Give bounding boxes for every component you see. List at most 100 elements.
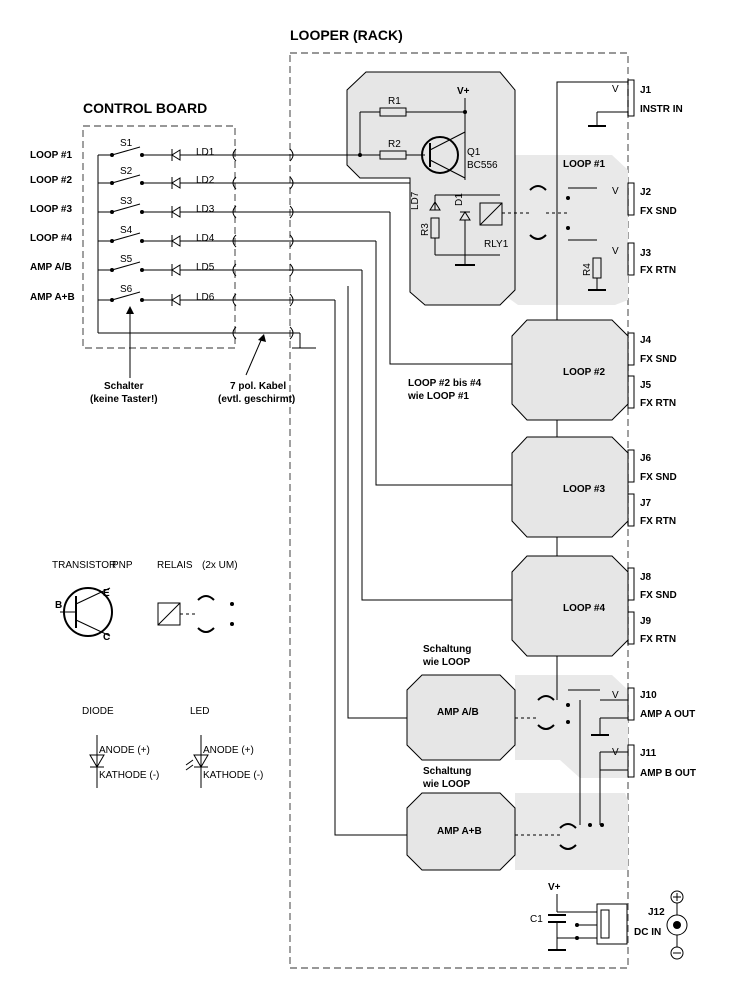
control-rows xyxy=(97,155,316,349)
led-label: LD4 xyxy=(196,233,215,244)
jack-label: FX SND xyxy=(640,206,677,217)
led-label: LD2 xyxy=(196,175,215,186)
c1-label: C1 xyxy=(530,914,543,925)
amp-ab-block xyxy=(406,674,516,761)
jack-v: V xyxy=(612,186,619,197)
loop1-label: LOOP #1 xyxy=(563,159,605,170)
jack-label: FX SND xyxy=(640,472,677,483)
legend-transistor: TRANSISTOR xyxy=(52,560,116,571)
loop4-block xyxy=(511,555,629,657)
dc-vplus: V+ xyxy=(548,882,561,893)
loop-label: AMP A/B xyxy=(30,262,72,273)
d1-label: D1 xyxy=(454,193,465,206)
jack-id: J11 xyxy=(640,748,657,759)
jack-j3: V J3 FX RTN xyxy=(612,242,676,276)
loop-label: LOOP #1 xyxy=(30,150,72,161)
jack-v: V xyxy=(612,747,619,758)
schaltung-note-apb-2: wie LOOP xyxy=(422,779,471,790)
loop1-circuit: V+ R1 R2 Q1 BC556 LD7 R3 D1 RLY1 LOOP # xyxy=(358,86,606,291)
loop-same-note-2: wie LOOP #1 xyxy=(407,391,469,402)
control-row-4: LOOP #4 S4 LD4 xyxy=(30,225,512,486)
jack-label: FX RTN xyxy=(640,516,676,527)
minus-icon xyxy=(670,946,684,960)
jack-j8: J8 FX SND xyxy=(627,567,677,601)
led-label: LD5 xyxy=(196,262,215,273)
dc-jack-body xyxy=(596,903,628,945)
switch-label: S4 xyxy=(120,225,133,236)
control-row-3: LOOP #3 S3 LD3 xyxy=(30,196,512,365)
schaltung-note-ab-2: wie LOOP xyxy=(422,657,471,668)
legend-pnp: PNP xyxy=(112,560,133,571)
loop-label: LOOP #4 xyxy=(30,233,72,244)
jack-id: J7 xyxy=(640,498,652,509)
jack-v: V xyxy=(612,246,619,257)
legend-e: E xyxy=(103,588,110,599)
loop4-block-label: LOOP #4 xyxy=(563,603,605,614)
jack-label: FX RTN xyxy=(640,265,676,276)
schaltung-note-apb: Schaltung xyxy=(423,766,471,777)
schaltung-note-ab: Schaltung xyxy=(423,644,471,655)
looper-title: LOOPER (RACK) xyxy=(290,27,403,43)
jack-j2: V J2 FX SND xyxy=(612,182,677,217)
relay-coil xyxy=(479,202,503,226)
legend-b: B xyxy=(55,600,62,611)
switch-label: S1 xyxy=(120,138,133,149)
loop-same-note: LOOP #2 bis #4 xyxy=(408,378,482,389)
loop2-block xyxy=(511,319,629,421)
jack-id: J12 xyxy=(648,907,665,918)
loop-label: LOOP #2 xyxy=(30,175,72,186)
switch-pointer-head xyxy=(126,306,134,314)
jack-id: J6 xyxy=(640,453,652,464)
amp-apb-block-label: AMP A+B xyxy=(437,826,482,837)
jack-j4: J4 FX SND xyxy=(627,332,677,366)
relay-contacts xyxy=(529,185,547,240)
control-board-title: CONTROL BOARD xyxy=(83,100,207,116)
loop-label: LOOP #3 xyxy=(30,204,72,215)
jack-j7: J7 FX RTN xyxy=(627,493,676,527)
transistor-q1 xyxy=(421,136,459,174)
jack-v: V xyxy=(612,690,619,701)
cable-connectors xyxy=(232,148,294,340)
jack-id: J4 xyxy=(640,335,652,346)
kabel-note-2: (evtl. geschirmt) xyxy=(218,394,295,405)
jack-id: J5 xyxy=(640,380,652,391)
r2-label: R2 xyxy=(388,139,401,150)
amp-relay-contacts xyxy=(515,689,604,850)
jack-v: V xyxy=(612,84,619,95)
jack-id: J3 xyxy=(640,248,652,259)
control-row-1: LOOP #1 S1 LD1 xyxy=(30,138,360,161)
control-row-6: AMP A+B S6 LD6 xyxy=(30,284,407,836)
jack-j1: V J1 INSTR IN xyxy=(588,79,683,127)
jack-label: DC IN xyxy=(634,927,661,938)
r4-label: R4 xyxy=(582,263,593,276)
switch-label: S2 xyxy=(120,166,133,177)
q1-type: BC556 xyxy=(467,160,498,171)
amp-apb-relay-region xyxy=(515,793,628,870)
legend: TRANSISTOR PNP RELAIS (2x UM) B E C DIOD… xyxy=(52,560,263,788)
dc-input: V+ C1 J12 DC IN xyxy=(530,882,688,960)
legend-led: LED xyxy=(190,706,209,717)
jack-j10: V J10 AMP A OUT xyxy=(591,687,695,736)
control-row-5: AMP A/B S5 LD5 xyxy=(30,254,512,601)
r3-label: R3 xyxy=(420,223,431,236)
legend-c: C xyxy=(103,632,110,643)
jack-id: J1 xyxy=(640,85,652,96)
jack-j11: V J11 AMP B OUT xyxy=(600,744,696,779)
signal-bus xyxy=(556,81,597,188)
plus-icon xyxy=(670,890,684,904)
legend-led-icon xyxy=(193,754,209,768)
q1-label: Q1 xyxy=(467,147,481,158)
jack-label: INSTR IN xyxy=(640,104,683,115)
ld7-label: LD7 xyxy=(410,191,421,210)
loop1-circuit-block xyxy=(346,71,516,306)
jack-id: J10 xyxy=(640,690,657,701)
switch-label: S3 xyxy=(120,196,133,207)
jack-j9: J9 FX RTN xyxy=(627,611,676,645)
jack-label: FX SND xyxy=(640,354,677,365)
jack-id: J2 xyxy=(640,187,652,198)
loop1-relay-region xyxy=(500,155,628,305)
r1-label: R1 xyxy=(388,96,401,107)
cable-pointer-head xyxy=(258,334,266,342)
legend-diode: DIODE xyxy=(82,706,114,717)
jack-label: FX RTN xyxy=(640,398,676,409)
